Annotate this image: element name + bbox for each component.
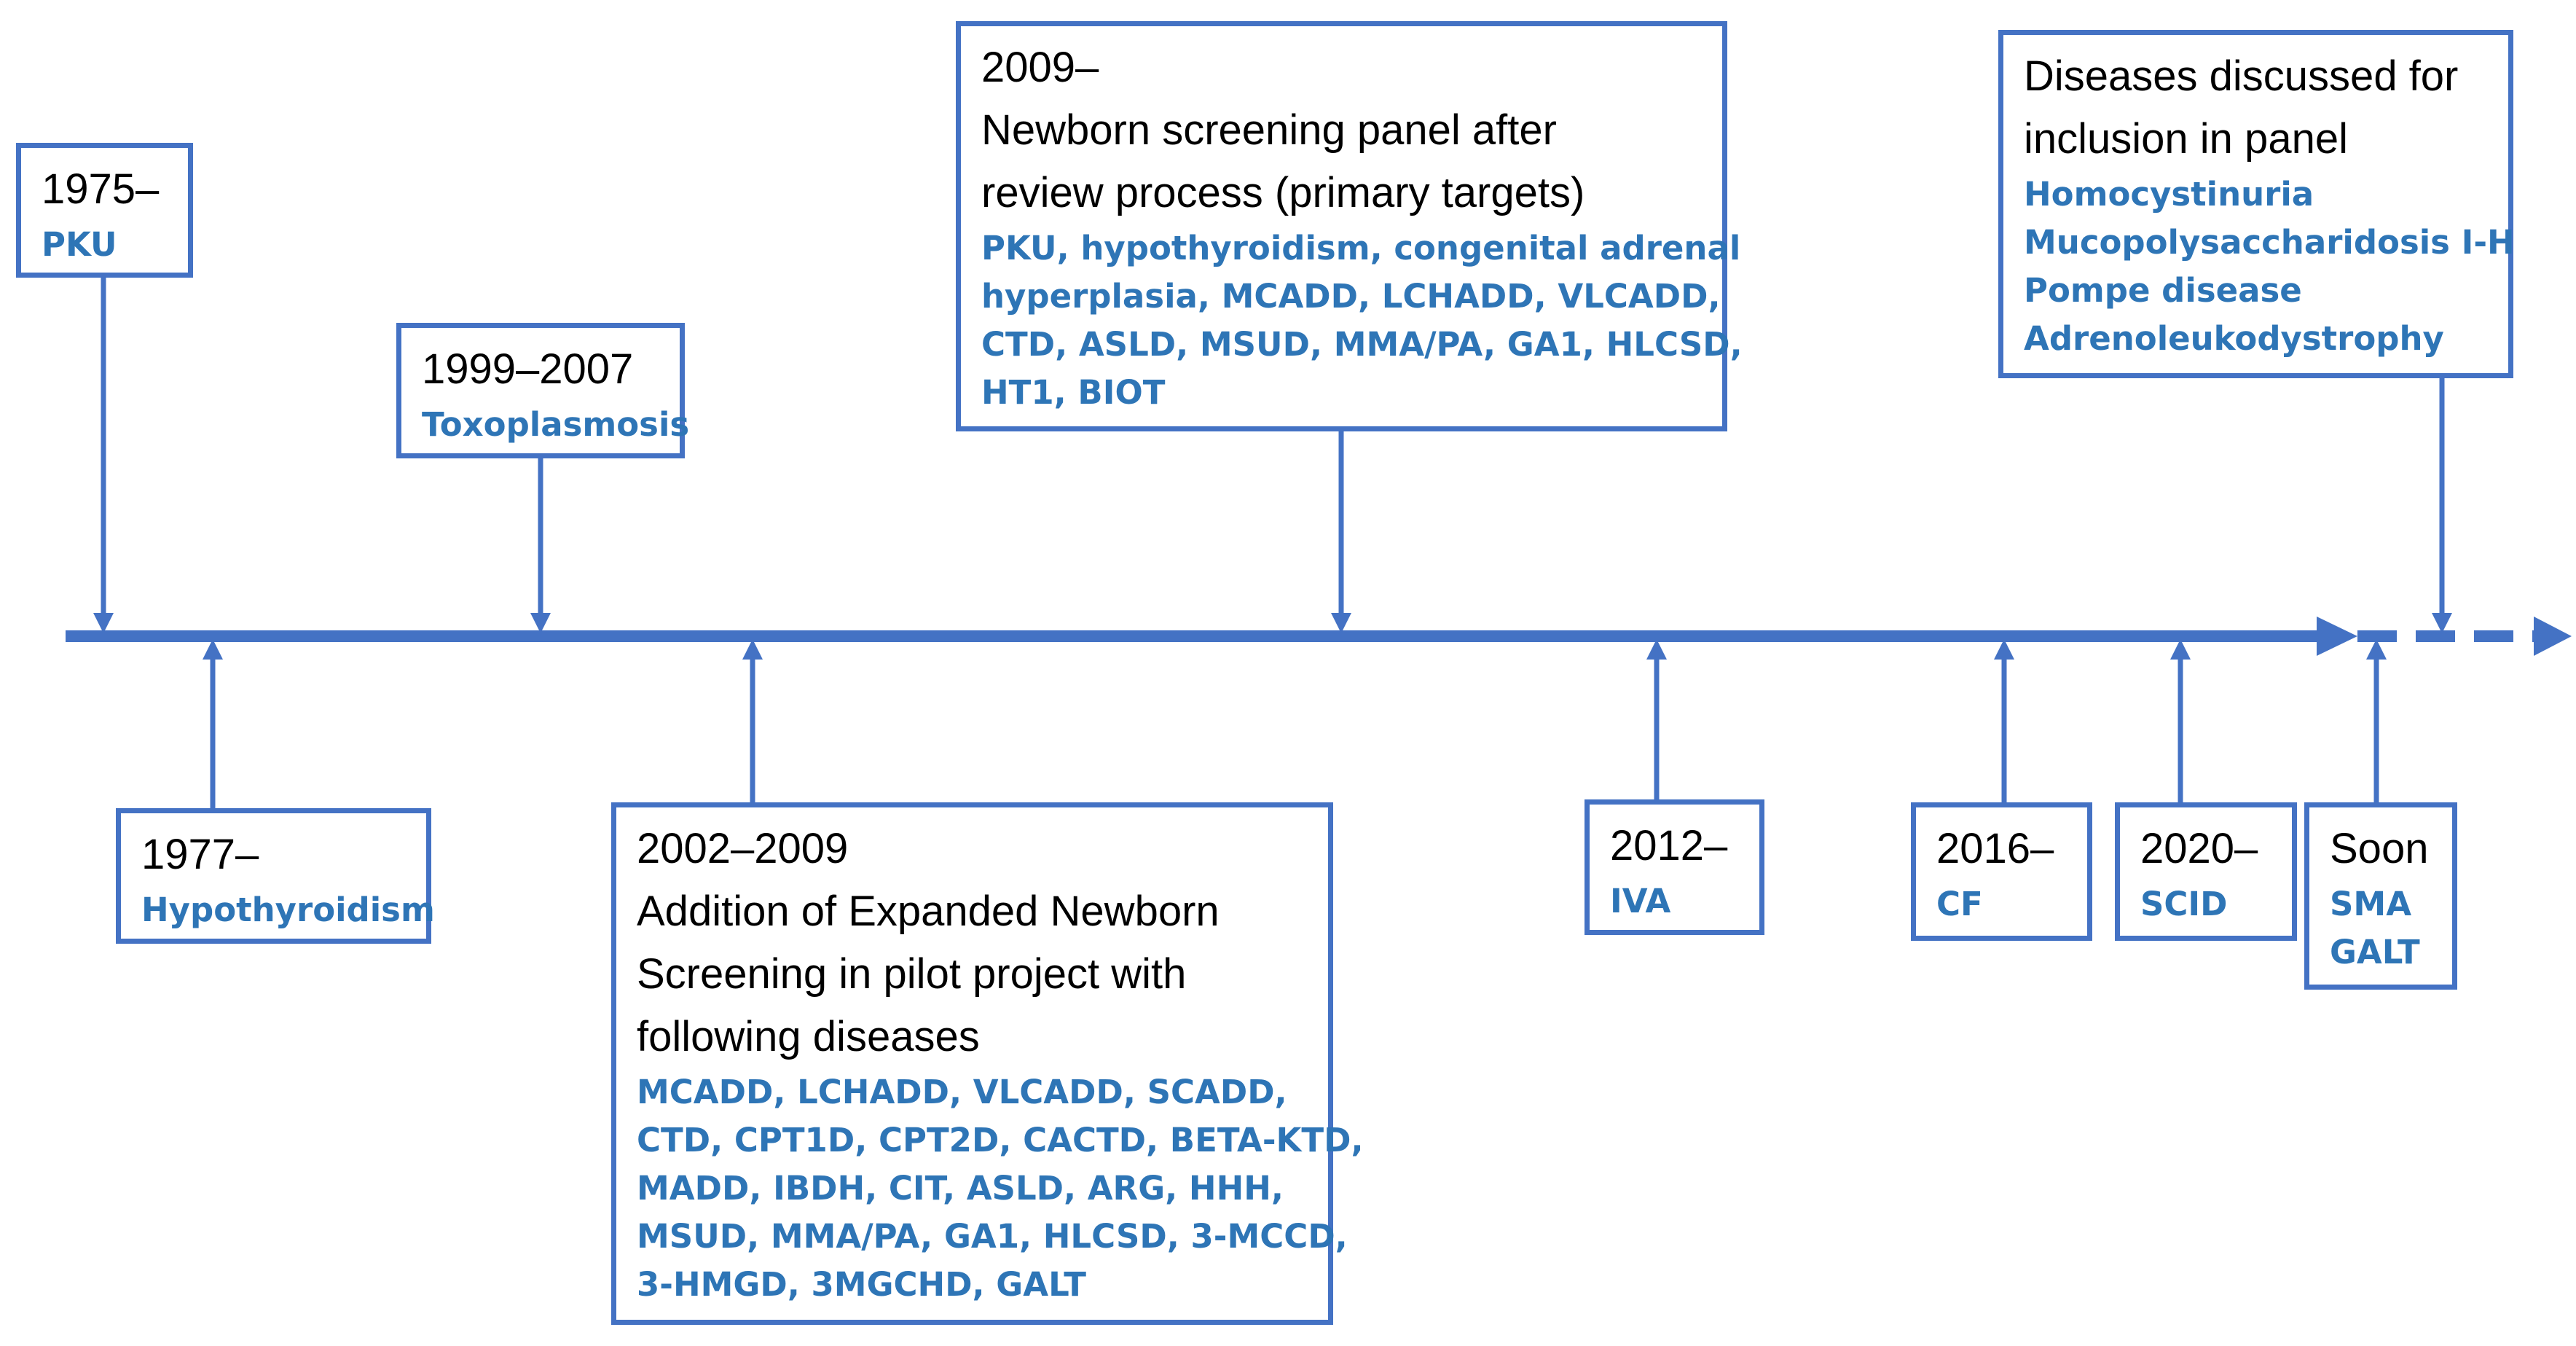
event-diseases: CF bbox=[1936, 880, 2071, 928]
event-title-line: review process (primary targets) bbox=[981, 169, 1585, 216]
disease-line: Mucopolysaccharidosis I-H bbox=[2024, 223, 2515, 262]
event-title-line: Screening in pilot project with bbox=[637, 950, 1187, 998]
event-period: 1977– bbox=[141, 831, 259, 878]
disease-line: PKU, hypothyroidism, congenital adrenal bbox=[981, 229, 1741, 267]
event-box-1975: 1975– PKU bbox=[16, 143, 193, 278]
event-period: 2012– bbox=[1610, 822, 1728, 869]
event-box-soon: Soon SMA GALT bbox=[2304, 802, 2457, 990]
event-box-discussed: Diseases discussed for inclusion in panel… bbox=[1998, 30, 2515, 378]
disease-line: SMA bbox=[2330, 885, 2412, 923]
event-box-1977: 1977– Hypothyroidism bbox=[116, 808, 435, 944]
disease-line: Hypothyroidism bbox=[141, 891, 435, 929]
event-title-line: inclusion in panel bbox=[2024, 115, 2348, 163]
event-title-line: Newborn screening panel after bbox=[981, 106, 1557, 154]
event-diseases: SMA GALT bbox=[2330, 880, 2436, 977]
event-title-line: Diseases discussed for bbox=[2024, 52, 2459, 100]
event-title: Newborn screening panel after review proc… bbox=[981, 99, 1706, 224]
event-diseases: PKU bbox=[42, 221, 172, 269]
event-box-1999-2007: 1999–2007 Toxoplasmosis bbox=[396, 323, 690, 458]
event-period: Soon bbox=[2330, 825, 2429, 872]
event-title: Diseases discussed for inclusion in panel bbox=[2024, 45, 2492, 171]
event-diseases: PKU, hypothyroidism, congenital adrenal h… bbox=[981, 224, 1743, 417]
disease-line: CF bbox=[1936, 885, 1983, 923]
disease-line: PKU bbox=[42, 225, 117, 264]
disease-line: Toxoplasmosis bbox=[422, 405, 690, 444]
disease-line: Homocystinuria bbox=[2024, 175, 2314, 214]
event-period: 1999–2007 bbox=[422, 345, 634, 393]
event-diseases: Hypothyroidism bbox=[141, 886, 435, 934]
event-title-line: Addition of Expanded Newborn bbox=[637, 888, 1220, 935]
timeline-axis-arrowhead bbox=[2317, 617, 2357, 656]
disease-line: CTD, CPT1D, CPT2D, CACTD, BETA-KTD, bbox=[637, 1121, 1364, 1159]
event-period: 1975– bbox=[42, 165, 160, 213]
disease-line: Adrenoleukodystrophy bbox=[2024, 319, 2444, 358]
disease-line: IVA bbox=[1610, 882, 1671, 920]
disease-line: HT1, BIOT bbox=[981, 373, 1166, 412]
event-diseases: SCID bbox=[2140, 880, 2276, 928]
event-diseases: Toxoplasmosis bbox=[422, 401, 690, 449]
disease-line: SCID bbox=[2140, 885, 2228, 923]
disease-line: 3-HMGD, 3MGCHD, GALT bbox=[637, 1265, 1086, 1304]
disease-line: Pompe disease bbox=[2024, 271, 2302, 310]
disease-line: hyperplasia, MCADD, LCHADD, VLCADD, bbox=[981, 277, 1721, 316]
timeline-future-arrowhead bbox=[2534, 617, 2572, 656]
event-box-2009: 2009– Newborn screening panel after revie… bbox=[956, 21, 1743, 431]
event-period: 2016– bbox=[1936, 825, 2054, 872]
disease-line: GALT bbox=[2330, 933, 2420, 971]
event-box-2020: 2020– SCID bbox=[2115, 802, 2297, 941]
disease-line: MCADD, LCHADD, VLCADD, SCADD, bbox=[637, 1073, 1287, 1111]
event-diseases: IVA bbox=[1610, 877, 1743, 926]
event-box-2012: 2012– IVA bbox=[1585, 799, 1764, 935]
event-diseases: MCADD, LCHADD, VLCADD, SCADD, CTD, CPT1D,… bbox=[637, 1068, 1364, 1309]
event-period: 2020– bbox=[2140, 825, 2258, 872]
disease-line: MADD, IBDH, CIT, ASLD, ARG, HHH, bbox=[637, 1169, 1284, 1208]
event-box-2016: 2016– CF bbox=[1911, 802, 2092, 941]
event-period: 2002–2009 bbox=[637, 825, 849, 872]
event-period: 2009– bbox=[981, 44, 1099, 91]
disease-line: MSUD, MMA/PA, GA1, HLCSD, 3-MCCD, bbox=[637, 1217, 1348, 1256]
disease-line: CTD, ASLD, MSUD, MMA/PA, GA1, HLCSD, bbox=[981, 325, 1743, 364]
event-title-line: following diseases bbox=[637, 1013, 980, 1060]
